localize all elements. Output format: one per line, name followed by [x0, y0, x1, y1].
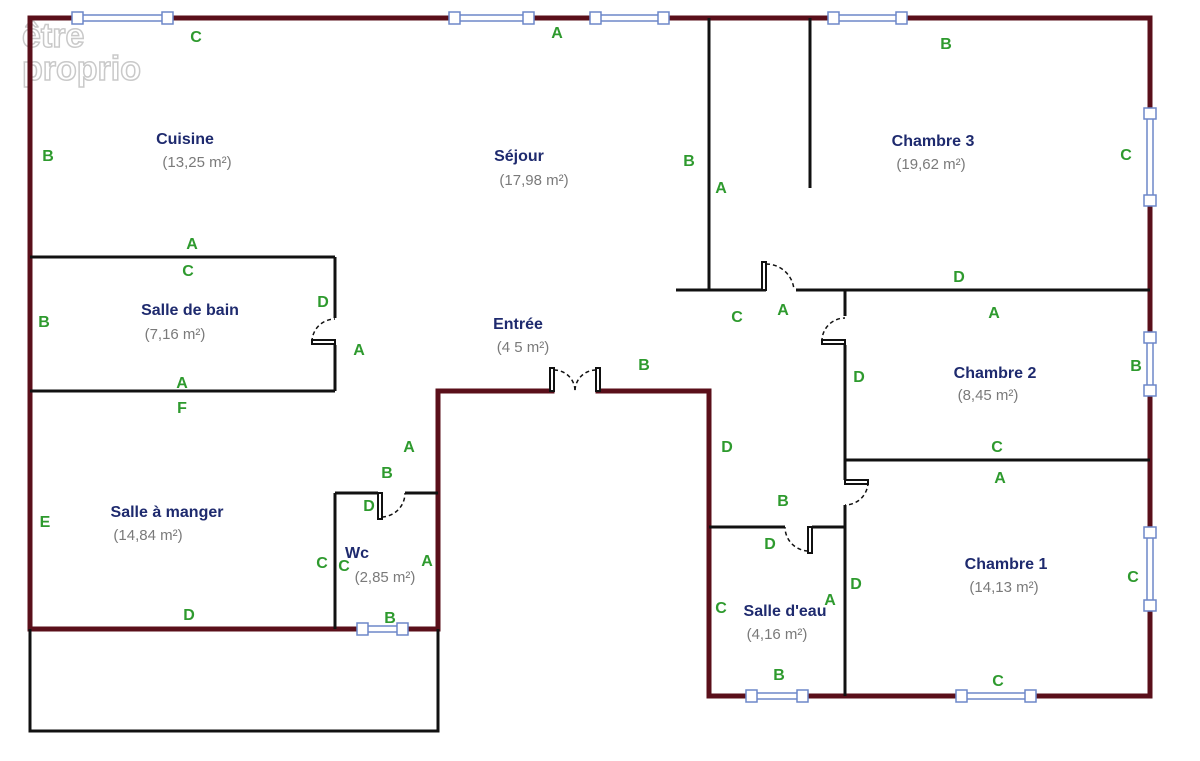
wall-label: D: [850, 576, 862, 593]
room-area-bedroom-3: (19,62 m²): [896, 156, 965, 173]
room-area-shower-room: (4,16 m²): [747, 626, 808, 643]
window-bedroom3-north: [827, 11, 908, 25]
wall-label: D: [183, 607, 195, 624]
wall-label: C: [991, 439, 1003, 456]
wall-label: B: [1130, 358, 1142, 375]
door-shower-room: [784, 526, 813, 554]
wall-label: D: [363, 498, 375, 515]
door-bedroom1: [844, 479, 869, 506]
room-name-kitchen: Cuisine: [156, 131, 214, 148]
wall-label: F: [177, 400, 187, 417]
room-labels: Cuisine (13,25 m²) Séjour (17,98 m²) Cha…: [111, 131, 1048, 643]
wall-label: A: [403, 439, 415, 456]
wall-labels: C A B B B A C B A C D D A C A A D B A F …: [38, 25, 1142, 690]
interior-partitions: [30, 18, 1150, 696]
wall-label: D: [764, 536, 776, 553]
window-living-1: [448, 11, 535, 25]
room-area-bathroom: (7,16 m²): [145, 326, 206, 343]
wall-label: D: [853, 369, 865, 386]
wall-label: A: [176, 375, 188, 392]
window-living-2: [589, 11, 670, 25]
window-bedroom1-east: [1143, 526, 1157, 612]
window-bedroom3-east: [1143, 107, 1157, 207]
wall-label: C: [715, 600, 727, 617]
wall-label: B: [683, 153, 695, 170]
wall-label: C: [190, 29, 202, 46]
room-name-dining: Salle à manger: [111, 504, 224, 521]
wall-label: A: [824, 592, 836, 609]
room-name-wc: Wc: [345, 545, 369, 562]
wall-label: D: [317, 294, 329, 311]
wall-label: C: [182, 263, 194, 280]
wall-label: B: [777, 493, 789, 510]
doors: [311, 261, 869, 554]
window-wc-south: [356, 622, 409, 636]
room-area-bedroom-2: (8,45 m²): [958, 387, 1019, 404]
door-wc: [377, 492, 406, 520]
room-area-entrance: (4 5 m²): [497, 339, 550, 356]
wall-label: C: [316, 555, 328, 572]
room-name-bedroom-3: Chambre 3: [892, 133, 975, 150]
wall-label: C: [1127, 569, 1139, 586]
wall-label: A: [988, 305, 1000, 322]
logo-line-2: proprio: [22, 50, 141, 88]
window-shower-south: [745, 689, 809, 703]
room-name-bathroom: Salle de bain: [141, 302, 239, 319]
door-bathroom: [311, 318, 336, 345]
room-area-living: (17,98 m²): [499, 172, 568, 189]
wall-label: B: [773, 667, 785, 684]
room-area-bedroom-1: (14,13 m²): [969, 579, 1038, 596]
room-name-bedroom-2: Chambre 2: [954, 365, 1037, 382]
door-bedroom3: [761, 261, 795, 291]
wall-label: D: [721, 439, 733, 456]
wall-label: B: [381, 465, 393, 482]
wall-label: A: [353, 342, 365, 359]
logo-watermark: être proprio: [21, 16, 141, 89]
wall-label: B: [42, 148, 54, 165]
wall-label: A: [715, 180, 727, 197]
wall-label: A: [186, 236, 198, 253]
room-name-shower-room: Salle d'eau: [744, 603, 827, 620]
windows: [71, 11, 1157, 703]
room-name-entrance: Entrée: [493, 316, 543, 333]
room-area-kitchen: (13,25 m²): [162, 154, 231, 171]
wall-label: E: [40, 514, 51, 531]
room-area-dining: (14,84 m²): [113, 527, 182, 544]
wall-label: C: [731, 309, 743, 326]
exterior-walls: [27, 15, 1153, 699]
terrace-outline: [28, 629, 440, 733]
wall-label: B: [940, 36, 952, 53]
room-area-wc: (2,85 m²): [355, 569, 416, 586]
wall-label: B: [384, 610, 396, 627]
wall-label: C: [338, 558, 350, 575]
wall-label: C: [1120, 147, 1132, 164]
window-kitchen: [71, 11, 174, 25]
wall-label: D: [953, 269, 965, 286]
window-bedroom1-south: [955, 689, 1037, 703]
room-name-bedroom-1: Chambre 1: [965, 556, 1048, 573]
wall-label: B: [38, 314, 50, 331]
exterior-wall-main: [27, 15, 1153, 699]
exterior-wall-left: [27, 388, 555, 632]
wall-label: C: [992, 673, 1004, 690]
door-entrance: [549, 367, 601, 392]
wall-label: B: [638, 357, 650, 374]
room-name-living: Séjour: [494, 148, 544, 165]
wall-label: A: [994, 470, 1006, 487]
window-bedroom2-east: [1143, 331, 1157, 397]
wall-label: A: [777, 302, 789, 319]
wall-label: A: [551, 25, 563, 42]
door-bedroom2: [821, 317, 846, 345]
wall-label: A: [421, 553, 433, 570]
